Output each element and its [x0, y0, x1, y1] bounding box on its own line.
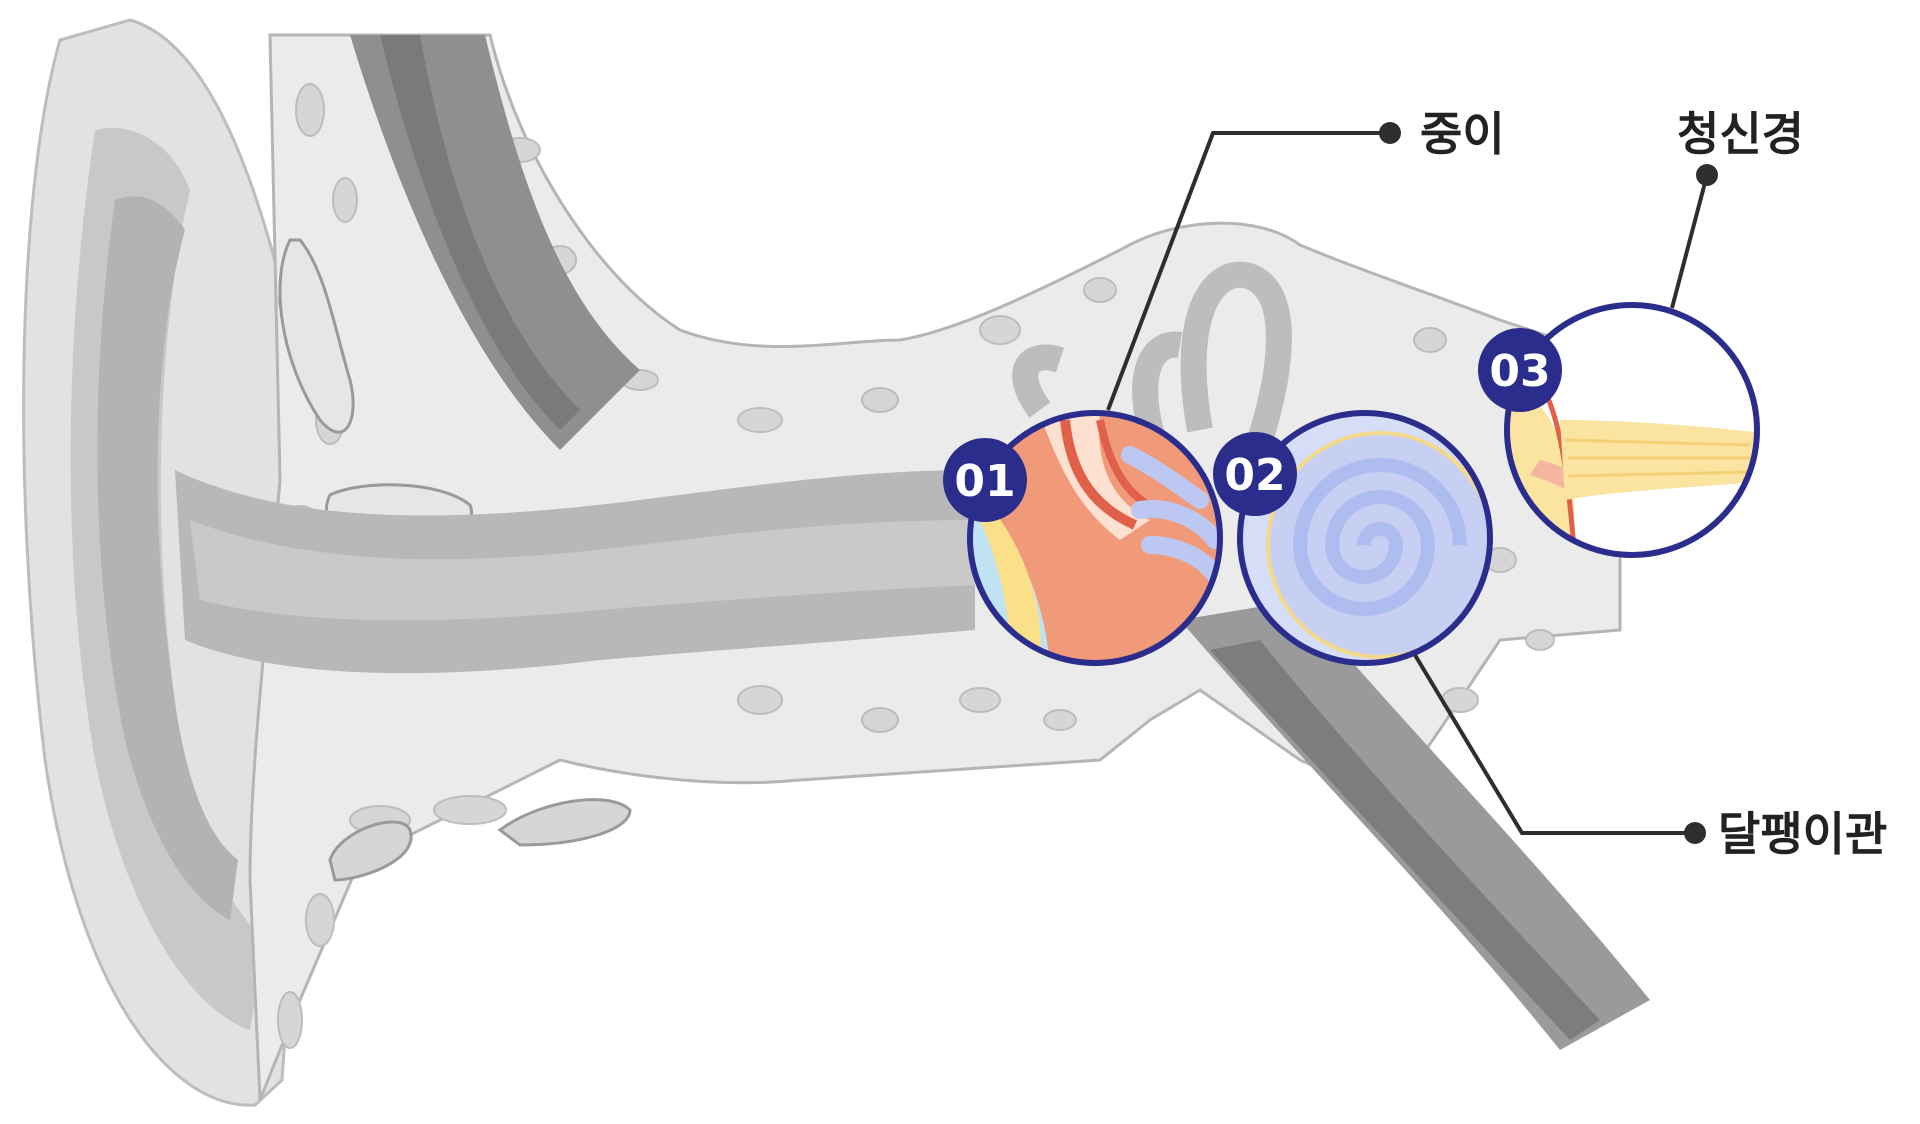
eustachian-tube [1180, 600, 1650, 1050]
leader-lines [1106, 122, 1718, 844]
leader-line-cochlea [1413, 653, 1695, 835]
ear-canal [175, 470, 975, 674]
label-auditory-nerve: 청신경 [1677, 107, 1804, 161]
badge-01-text: 01 [954, 456, 1015, 507]
badge-03: 03 [1478, 328, 1562, 412]
muscle-band [350, 35, 640, 450]
badge-02-text: 02 [1224, 450, 1285, 501]
label-cochlea: 달팽이관 [1718, 807, 1887, 861]
badge-01: 01 [943, 438, 1027, 522]
leader-line-middle-ear [1106, 131, 1390, 411]
badge-03-text: 03 [1489, 346, 1550, 397]
outer-ear [22, 18, 322, 1107]
leader-line-auditory-nerve [1670, 174, 1709, 309]
label-middle-ear: 중이 [1420, 107, 1505, 161]
badge-02: 02 [1213, 432, 1297, 516]
